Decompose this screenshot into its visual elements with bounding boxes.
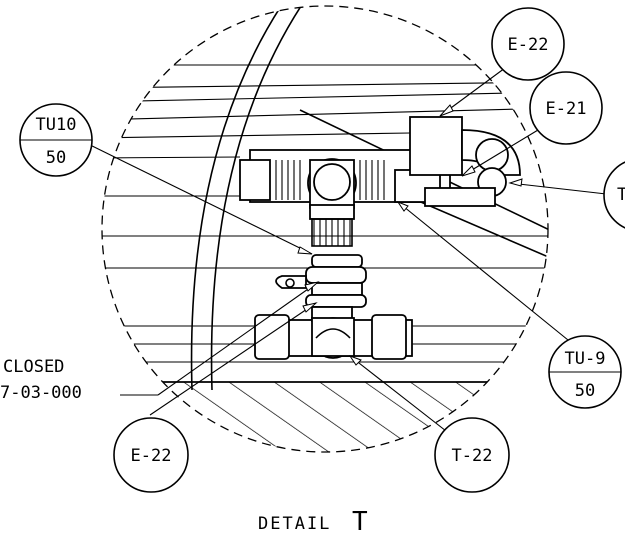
lower-tee-assembly <box>254 306 413 360</box>
callout-tu10-bottom: 50 <box>46 148 66 168</box>
valve-assembly <box>275 254 367 308</box>
detail-title-letter: T <box>352 507 368 537</box>
callout-e22-bottom: E-22 <box>113 417 189 493</box>
callout-e21: E-21 <box>529 71 603 145</box>
callout-e22-top: E-22 <box>491 7 565 81</box>
callout-e21-text: E-21 <box>546 99 587 119</box>
callout-tu10: TU10 50 <box>19 103 93 177</box>
detail-title: DETAIL T <box>258 507 368 537</box>
upper-pipe-assembly <box>239 116 521 247</box>
callout-t22: T-22 <box>434 417 510 493</box>
detail-boundary <box>101 5 549 453</box>
callout-tu9: TU-9 50 <box>548 335 622 409</box>
note-line1: CLOSED <box>3 357 64 377</box>
callout-tu9-top: TU-9 <box>565 349 606 369</box>
callout-tu9-bottom: 50 <box>575 381 595 401</box>
callout-t-right: T <box>603 161 625 229</box>
detail-view <box>102 6 548 452</box>
closed-note: CLOSED 7-03-000 <box>0 357 82 403</box>
callout-tu10-top: TU10 <box>36 115 77 135</box>
detail-title-prefix: DETAIL <box>258 514 331 534</box>
callout-e22-top-text: E-22 <box>508 35 549 55</box>
note-line2: 7-03-000 <box>0 383 82 403</box>
callout-e22-bottom-text: E-22 <box>131 446 172 466</box>
curved-tube <box>190 6 306 391</box>
leader-lines <box>79 67 616 439</box>
callout-t22-text: T-22 <box>452 446 493 466</box>
callout-t-right-text: T <box>617 185 625 205</box>
